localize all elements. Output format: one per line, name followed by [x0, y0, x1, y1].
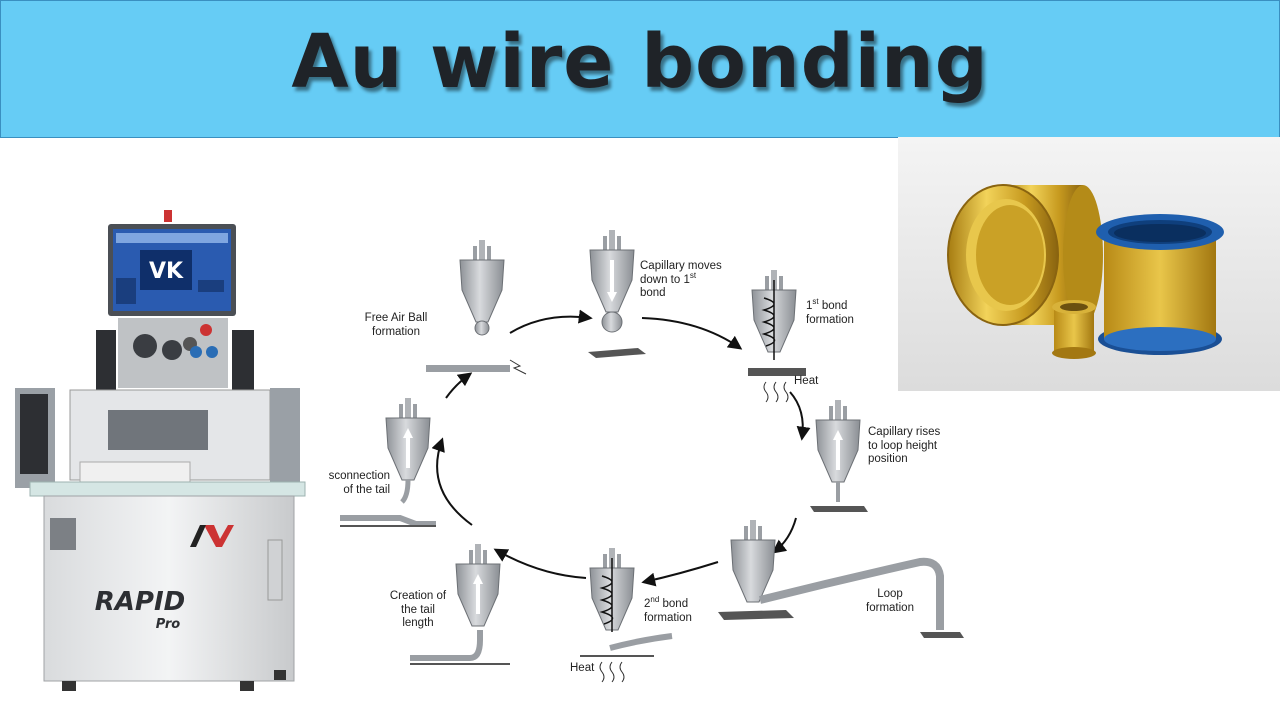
- capillary-moving-down: [589, 229, 635, 333]
- model-label: Pro: [156, 617, 181, 632]
- title-banner: Au wire bonding: [0, 0, 1280, 138]
- tail-creation-capillary: [455, 543, 501, 627]
- cycle-arrows: [431, 309, 811, 587]
- monitor: VK: [108, 224, 236, 316]
- wire-bonder-machine-photo: VK RAPID Pro: [0, 200, 320, 720]
- tail-disconnection-capillary: [385, 397, 431, 504]
- first-bond-capillary: [751, 269, 797, 360]
- page-title: Au wire bonding: [291, 19, 989, 105]
- second-bond-capillary: [589, 547, 635, 632]
- blue-wire-spool: [1096, 214, 1224, 355]
- capillary-rising: [815, 399, 861, 502]
- large-gold-spool: [947, 184, 1103, 326]
- label-heat-bottom: Heat: [570, 662, 595, 674]
- gold-wire-spools-photo: [898, 137, 1280, 391]
- gold-wire-spools-illustration: [898, 137, 1280, 391]
- heat-lines-top: [763, 381, 789, 403]
- loop-formation-capillary: [730, 519, 776, 603]
- bonding-cycle-illustration: [340, 229, 964, 683]
- screen-logo: VK: [149, 259, 184, 284]
- free-air-ball-capillary: [459, 239, 505, 336]
- small-gold-spool: [1052, 300, 1096, 359]
- heat-lines-bottom: [599, 661, 625, 683]
- wire-bonder-illustration: VK RAPID Pro: [15, 210, 306, 691]
- machine-cabinet: RAPID Pro: [43, 495, 295, 682]
- label-heat-top: Heat: [794, 375, 819, 387]
- brand-label: RAPID: [95, 587, 185, 617]
